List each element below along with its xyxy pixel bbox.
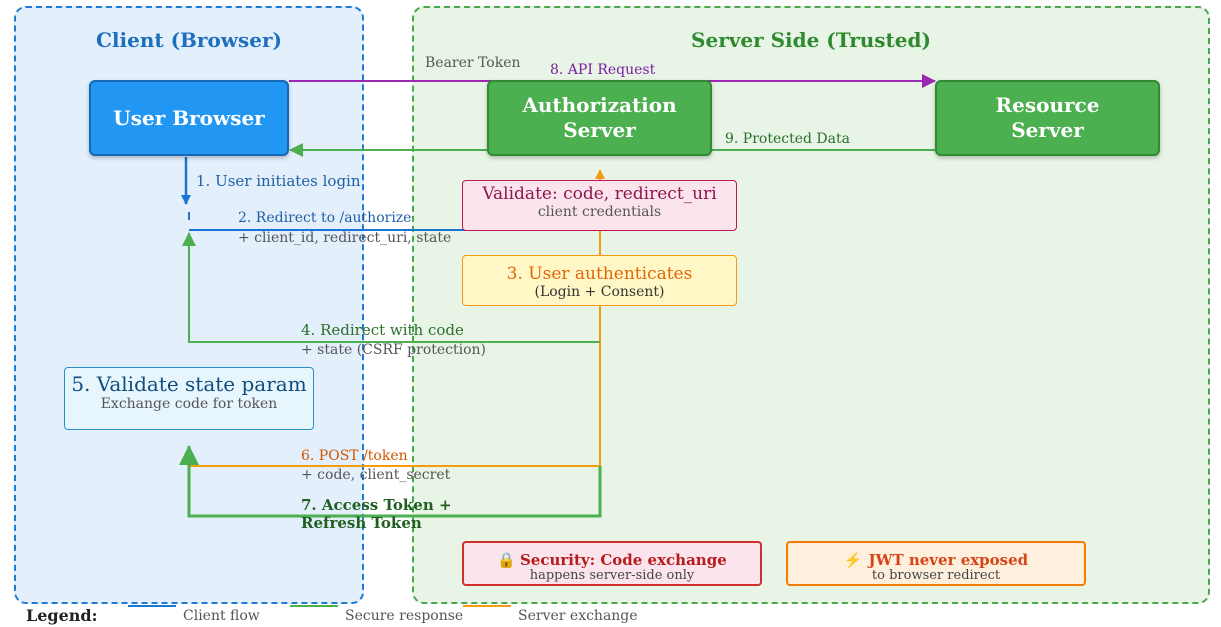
- validate-code-subtitle: client credentials: [537, 204, 662, 220]
- label-bearer-token: Bearer Token: [425, 55, 521, 71]
- label-step6b: + code, client_secret: [301, 467, 451, 483]
- resource-server-label-2: Server: [1011, 118, 1084, 142]
- label-step6a: 6. POST /token: [301, 448, 408, 464]
- lock-icon: 🔒: [497, 551, 516, 569]
- validate-code-box: Validate: code, redirect_uri client cred…: [462, 180, 737, 231]
- legend-secure-label: Secure response: [345, 608, 464, 624]
- label-step2a: 2. Redirect to /authorize: [238, 210, 412, 226]
- label-step8: 8. API Request: [550, 62, 656, 78]
- security-note-box: 🔒Security: Code exchange happens server-…: [462, 541, 762, 586]
- label-step9: 9. Protected Data: [725, 131, 850, 147]
- edge-redirect-code: [182, 232, 600, 343]
- legend-server-label: Server exchange: [518, 608, 638, 624]
- legend-secure-line: [290, 605, 338, 607]
- validate-code-title: Validate: code, redirect_uri: [482, 184, 717, 204]
- authorization-server-label-2: Server: [563, 118, 636, 142]
- validate-state-subtitle: Exchange code for token: [100, 396, 278, 412]
- legend-title: Legend:: [26, 606, 98, 625]
- user-browser-label: User Browser: [113, 105, 265, 130]
- resource-server-label-1: Resource: [995, 93, 1100, 117]
- label-step4a: 4. Redirect with code: [301, 321, 464, 339]
- user-authenticates-box: 3. User authenticates (Login + Consent): [462, 255, 737, 306]
- resource-server-node: Resource Server: [935, 80, 1160, 156]
- validate-state-box: 5. Validate state param Exchange code fo…: [64, 367, 314, 430]
- legend: Legend: Client flow Secure response Serv…: [26, 605, 646, 626]
- user-browser-node: User Browser: [89, 80, 289, 156]
- label-step1: 1. User initiates login: [196, 172, 361, 190]
- label-step4b: + state (CSRF protection): [301, 342, 487, 358]
- edge-access-token: [179, 445, 602, 518]
- label-step7b: Refresh Token: [301, 514, 422, 532]
- legend-client-line: [128, 605, 176, 607]
- validate-state-title: 5. Validate state param: [71, 372, 307, 396]
- security-note-subtitle: happens server-side only: [529, 568, 695, 583]
- user-authenticates-title: 3. User authenticates: [506, 264, 693, 284]
- jwt-note-box: ⚡ JWT never exposed to browser redirect: [786, 541, 1086, 586]
- client-zone-title: Client (Browser): [95, 28, 283, 52]
- security-note-title: Security: Code exchange: [519, 551, 727, 569]
- jwt-note-title: JWT never exposed: [868, 551, 1029, 569]
- server-zone-title: Server Side (Trusted): [691, 28, 931, 52]
- legend-server-line: [463, 605, 511, 607]
- lightning-icon: ⚡: [843, 551, 863, 569]
- user-authenticates-subtitle: (Login + Consent): [534, 284, 665, 300]
- label-step7a: 7. Access Token +: [301, 496, 452, 514]
- legend-client-label: Client flow: [183, 608, 260, 624]
- authorization-server-node: Authorization Server: [487, 80, 712, 156]
- jwt-note-subtitle: to browser redirect: [871, 568, 1001, 583]
- authorization-server-label-1: Authorization: [522, 93, 677, 117]
- label-step2b: + client_id, redirect_uri, state: [238, 230, 452, 246]
